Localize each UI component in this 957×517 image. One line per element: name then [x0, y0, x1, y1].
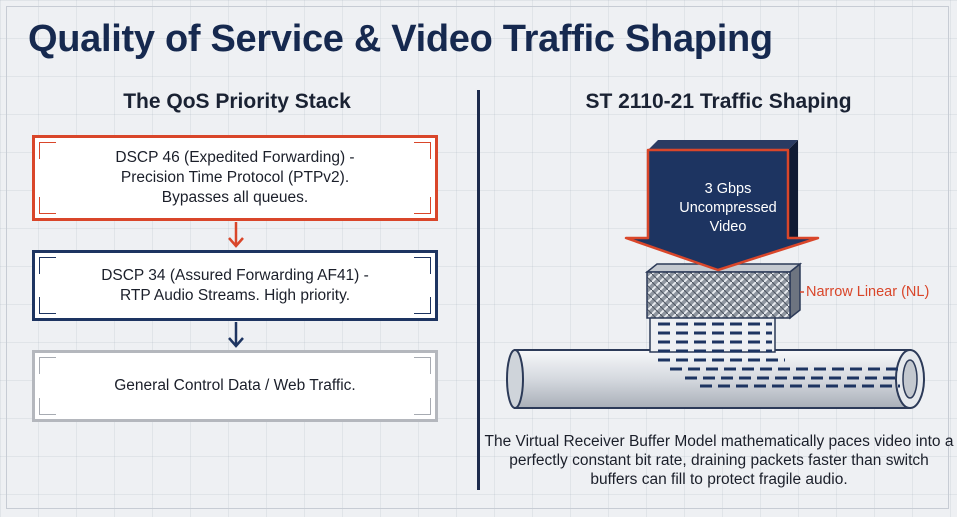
corner-bracket — [414, 257, 431, 274]
paced-packets — [658, 322, 900, 388]
priority-box-text: DSCP 34 (Assured Forwarding AF41) - RTP … — [101, 266, 369, 304]
priority-box-control: General Control Data / Web Traffic. — [32, 350, 438, 422]
corner-bracket — [39, 297, 56, 314]
corner-bracket — [39, 197, 56, 214]
corner-bracket — [39, 142, 56, 159]
corner-bracket — [414, 357, 431, 374]
priority-box-audio: DSCP 34 (Assured Forwarding AF41) - RTP … — [32, 250, 438, 321]
down-arrow-icon — [228, 222, 244, 248]
page-title: Quality of Service & Video Traffic Shapi… — [28, 18, 773, 60]
corner-bracket — [414, 197, 431, 214]
corner-bracket — [39, 357, 56, 374]
traffic-shaping-illustration — [506, 140, 925, 409]
corner-bracket — [39, 398, 56, 415]
video-input-arrow — [624, 140, 820, 272]
narrow-linear-shaper — [644, 262, 803, 320]
traffic-shaping-heading: ST 2110-21 Traffic Shaping — [585, 90, 852, 113]
priority-box-ptp: DSCP 46 (Expedited Forwarding) - Precisi… — [32, 135, 438, 221]
corner-bracket — [39, 257, 56, 274]
corner-bracket — [414, 297, 431, 314]
shaper-label: Narrow Linear (NL) — [806, 284, 930, 300]
video-rate-label: 3 Gbps Uncompressed Video — [679, 181, 777, 235]
priority-box-text: General Control Data / Web Traffic. — [114, 377, 356, 394]
shaping-caption: The Virtual Receiver Buffer Model mathem… — [484, 433, 954, 488]
qos-stack-heading: The QoS Priority Stack — [123, 90, 351, 113]
panel-divider — [477, 90, 480, 490]
corner-bracket — [414, 398, 431, 415]
down-arrow-icon — [228, 322, 244, 348]
priority-box-text: DSCP 46 (Expedited Forwarding) - Precisi… — [115, 149, 355, 206]
corner-bracket — [414, 142, 431, 159]
